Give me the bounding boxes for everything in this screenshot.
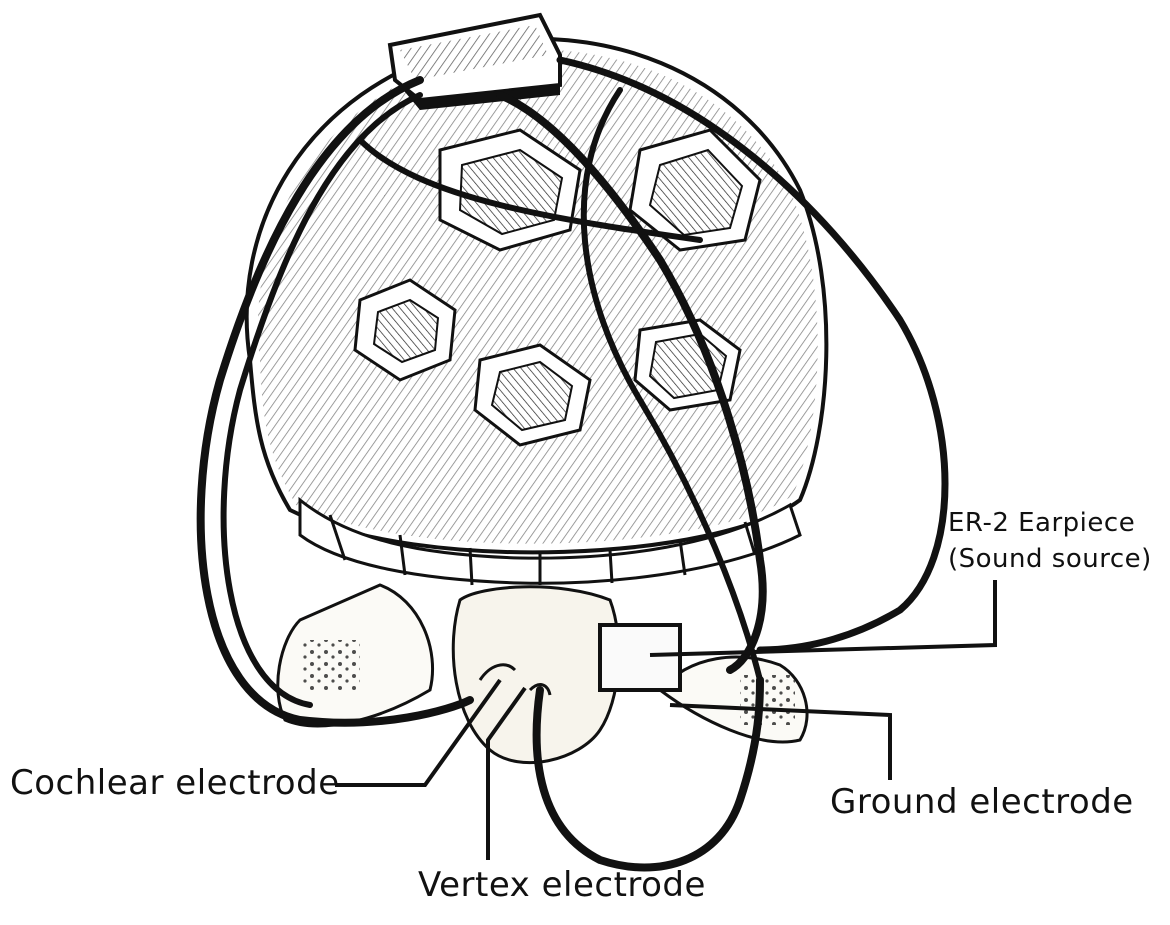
- earpiece-label: ER-2 Earpiece (Sound source): [948, 505, 1152, 577]
- cochlear-electrode-label: Cochlear electrode: [10, 763, 340, 803]
- vertex-electrode-label: Vertex electrode: [418, 865, 706, 905]
- earpiece-label-line1: ER-2 Earpiece: [948, 505, 1152, 541]
- earpiece-label-line2: (Sound source): [948, 541, 1152, 577]
- ground-electrode-label: Ground electrode: [830, 782, 1134, 822]
- earpiece-device: [600, 625, 680, 690]
